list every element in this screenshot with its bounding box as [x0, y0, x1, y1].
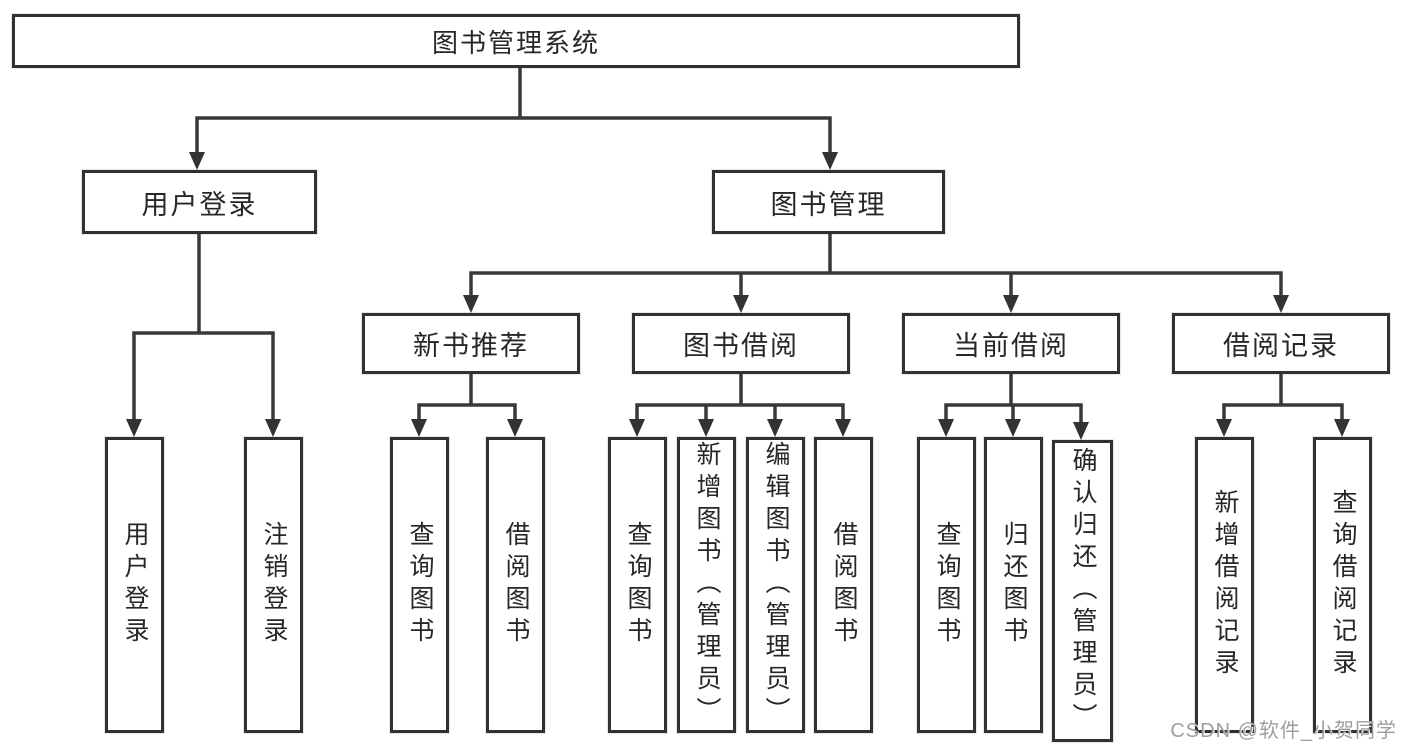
arrowhead-record-query	[1334, 419, 1350, 437]
node-new-book-recommend: 新书推荐	[362, 313, 580, 374]
connector-management-split	[469, 232, 1283, 299]
node-label: 编辑图书（管理员）	[762, 441, 790, 729]
connector-current-split	[944, 372, 1083, 426]
arrowhead-current-confirm	[1073, 422, 1089, 440]
node-label: 归还图书	[1000, 521, 1028, 649]
node-label: 图书管理系统	[431, 27, 600, 58]
node-label: 借阅记录	[1223, 331, 1339, 361]
arrowhead-current-query	[938, 419, 954, 437]
node-user-login-leaf: 用户登录	[105, 437, 164, 733]
arrowhead-record-add	[1216, 419, 1232, 437]
arrowhead-login-leaf	[126, 419, 142, 437]
arrowhead-recommend-borrow	[507, 419, 523, 437]
arrowhead-new-book	[463, 295, 479, 313]
node-label: 确认归还（管理员）	[1069, 447, 1097, 735]
node-return-books: 归还图书	[984, 437, 1043, 733]
node-label: 当前借阅	[953, 331, 1069, 361]
connector-root-split	[195, 66, 832, 156]
node-label: 用户登录	[121, 521, 149, 649]
arrowhead-logout-leaf	[265, 419, 281, 437]
node-borrow-query-books: 查询图书	[608, 437, 667, 733]
watermark: CSDN @软件_小贺同学	[1170, 720, 1397, 742]
arrowhead-current-return	[1005, 419, 1021, 437]
node-recommend-query-books: 查询图书	[390, 437, 449, 733]
node-label: 新增借阅记录	[1211, 489, 1239, 681]
arrowhead-borrow-add	[698, 419, 714, 437]
node-label: 借阅图书	[830, 521, 858, 649]
node-label: 注销登录	[260, 521, 288, 649]
node-library-management-system: 图书管理系统	[12, 14, 1020, 68]
arrowhead-recommend-query	[411, 419, 427, 437]
node-recommend-borrow-books: 借阅图书	[486, 437, 545, 733]
node-query-borrow-record: 查询借阅记录	[1313, 437, 1372, 733]
arrowhead-borrow-query	[629, 419, 645, 437]
node-current-query-books: 查询图书	[917, 437, 976, 733]
node-book-management: 图书管理	[712, 170, 945, 234]
node-label: 图书借阅	[683, 331, 799, 361]
node-label: 图书管理	[770, 189, 887, 220]
node-add-books-admin: 新增图书（管理员）	[677, 437, 736, 733]
arrowhead-borrow-borrow	[835, 419, 851, 437]
connector-borrow-split	[635, 372, 845, 423]
arrowhead-book-management	[822, 152, 838, 170]
node-label: 查询图书	[406, 521, 434, 649]
node-confirm-return-admin: 确认归还（管理员）	[1052, 440, 1113, 742]
node-book-borrowing: 图书借阅	[632, 313, 850, 374]
node-logout-leaf: 注销登录	[244, 437, 303, 733]
connector-recommend-split	[417, 372, 517, 423]
node-label: 查询图书	[624, 521, 652, 649]
node-label: 新增图书（管理员）	[693, 441, 721, 729]
node-label: 用户登录	[141, 189, 258, 220]
connector-record-split	[1222, 372, 1344, 423]
node-label: 查询图书	[933, 521, 961, 649]
arrowhead-borrow-record	[1273, 295, 1289, 313]
node-borrowing-records: 借阅记录	[1172, 313, 1390, 374]
arrowhead-book-borrow	[733, 295, 749, 313]
node-current-borrowing: 当前借阅	[902, 313, 1120, 374]
node-edit-books-admin: 编辑图书（管理员）	[746, 437, 805, 733]
node-borrow-borrow-books: 借阅图书	[814, 437, 873, 733]
node-label: 查询借阅记录	[1329, 489, 1357, 681]
node-user-login: 用户登录	[82, 170, 317, 234]
node-label: 新书推荐	[413, 331, 529, 361]
node-add-borrow-record: 新增借阅记录	[1195, 437, 1254, 733]
arrowhead-user-login	[189, 152, 205, 170]
arrowhead-borrow-edit	[767, 419, 783, 437]
connector-login-split	[132, 232, 275, 423]
node-label: 借阅图书	[502, 521, 530, 649]
arrowhead-current-borrow	[1003, 295, 1019, 313]
